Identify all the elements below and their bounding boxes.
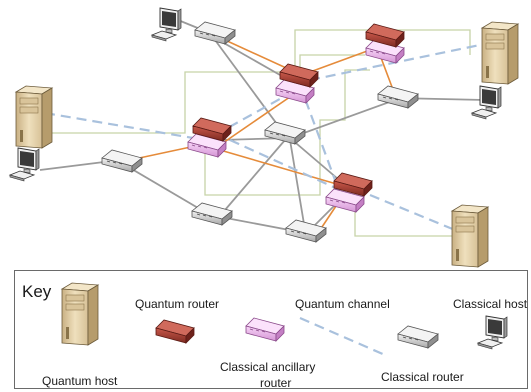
classical-link bbox=[289, 137, 346, 186]
quantum-router-link bbox=[219, 89, 301, 146]
quantum-router-link bbox=[224, 39, 296, 73]
legend-quantum-router-label: Quantum router bbox=[135, 297, 219, 311]
classical-router-icon[interactable] bbox=[264, 121, 306, 145]
ancillary-link bbox=[204, 69, 370, 196]
classical-link bbox=[289, 99, 396, 139]
legend-classical-host-label: Classical host bbox=[453, 297, 528, 311]
legend-quantum-channel-label: Quantum channel bbox=[295, 297, 390, 311]
quantum-host-icon[interactable] bbox=[481, 21, 519, 85]
classical-router-icon[interactable] bbox=[191, 202, 233, 226]
classical-host-icon[interactable] bbox=[9, 147, 40, 182]
classical-router-icon[interactable] bbox=[285, 219, 327, 243]
legend-quantum-host-icon bbox=[61, 282, 99, 346]
quantum-router-stack[interactable] bbox=[275, 63, 319, 104]
legend-key-title: Key bbox=[22, 282, 52, 301]
classical-link bbox=[224, 139, 286, 211]
quantum-channel bbox=[229, 138, 341, 192]
classical-link bbox=[124, 164, 211, 216]
ancillary-link bbox=[299, 54, 365, 72]
quantum-channel bbox=[44, 111, 206, 142]
classical-host-icon[interactable] bbox=[151, 7, 182, 42]
classical-router-icon[interactable] bbox=[194, 21, 236, 45]
ancillary-link bbox=[40, 29, 471, 134]
classical-host-icon[interactable] bbox=[471, 85, 502, 120]
legend-classical-router-label: Classical router bbox=[381, 370, 464, 384]
legend-ancillary-router-label-2: router bbox=[260, 376, 291, 390]
classical-router-icon[interactable] bbox=[101, 149, 143, 173]
quantum-host-icon[interactable] bbox=[451, 204, 489, 268]
quantum-host-icon[interactable] bbox=[15, 85, 53, 149]
quantum-router-link bbox=[309, 49, 371, 73]
legend-ancillary-router-label-1: Classical ancillary bbox=[220, 360, 315, 374]
quantum-channels bbox=[44, 43, 481, 232]
ancillary-link bbox=[354, 210, 455, 237]
quantum-router-link bbox=[219, 149, 341, 186]
classical-link bbox=[289, 139, 306, 231]
quantum-router-stack[interactable] bbox=[325, 172, 373, 213]
legend-box: Key Quantum host Quantum router Classica… bbox=[14, 270, 528, 390]
classical-link bbox=[214, 39, 286, 136]
legend-quantum-host-label: Quantum host bbox=[42, 374, 118, 388]
classical-links bbox=[39, 19, 486, 233]
classical-link bbox=[214, 37, 281, 76]
quantum-channel bbox=[369, 193, 456, 232]
quantum-router-links bbox=[129, 39, 396, 231]
